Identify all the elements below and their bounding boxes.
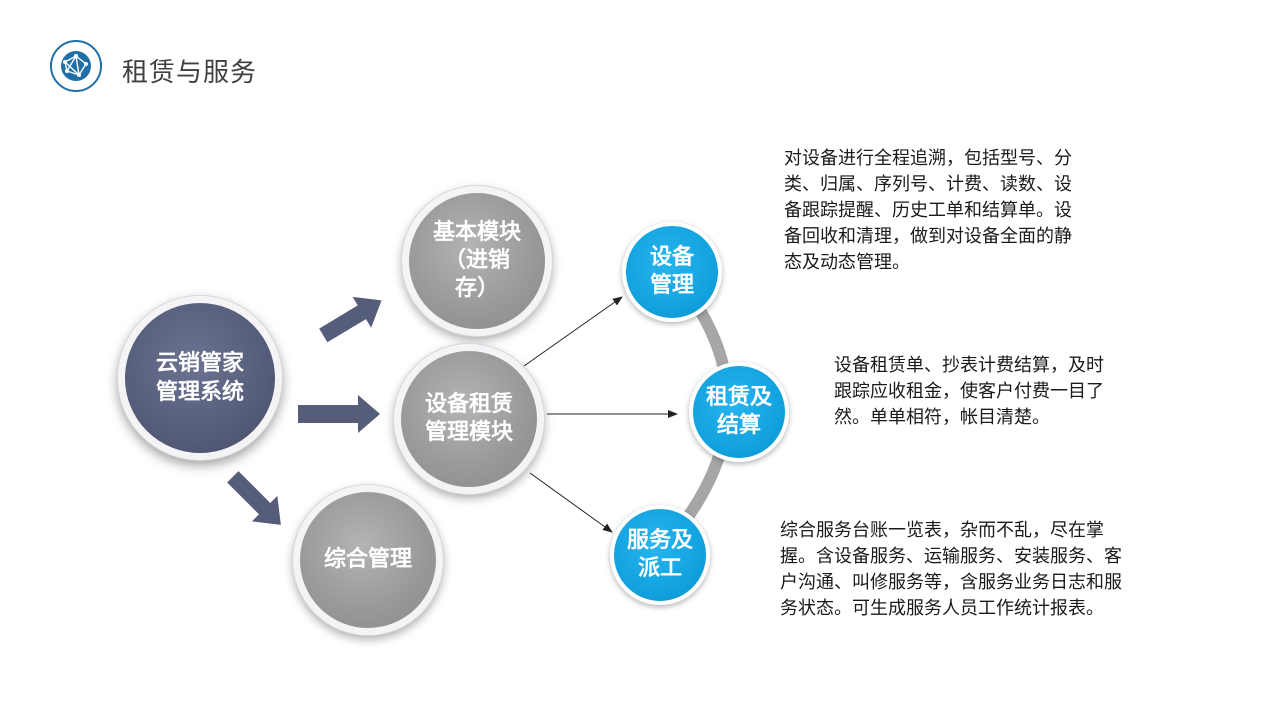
equipment-description: 对设备进行全程追溯，包括型号、分类、归属、序列号、计费、读数、设备跟踪提醒、历史…	[784, 148, 1072, 273]
service-dispatch-node: 服务及派工	[610, 505, 710, 605]
rental-module-node: 设备租赁管理模块	[394, 344, 544, 494]
block-arrow-down	[227, 471, 281, 525]
equipment-management-node: 设备管理	[622, 222, 722, 322]
general-management-node: 综合管理	[293, 485, 443, 635]
link-to-equipment	[523, 296, 623, 367]
logo	[50, 40, 102, 92]
block-arrow-up	[319, 296, 382, 343]
link-to-service	[529, 472, 613, 533]
page-title: 租赁与服务	[122, 58, 258, 88]
center-node: 云销管家管理系统	[118, 296, 282, 460]
globe-network-icon	[61, 51, 91, 81]
settlement-description: 设备租赁单、抄表计费结算，及时跟踪应收租金，使客户付费一目了然。单单相符，帐目清…	[834, 355, 1104, 428]
service-description: 综合服务台账一览表，杂而不乱，尽在掌握。含设备服务、运输服务、安装服务、客户沟通…	[780, 520, 1122, 619]
rental-settlement-node: 租赁及结算	[689, 362, 789, 462]
block-arrow-right	[298, 395, 380, 433]
basic-module-node: 基本模块（进销存）	[402, 186, 552, 336]
